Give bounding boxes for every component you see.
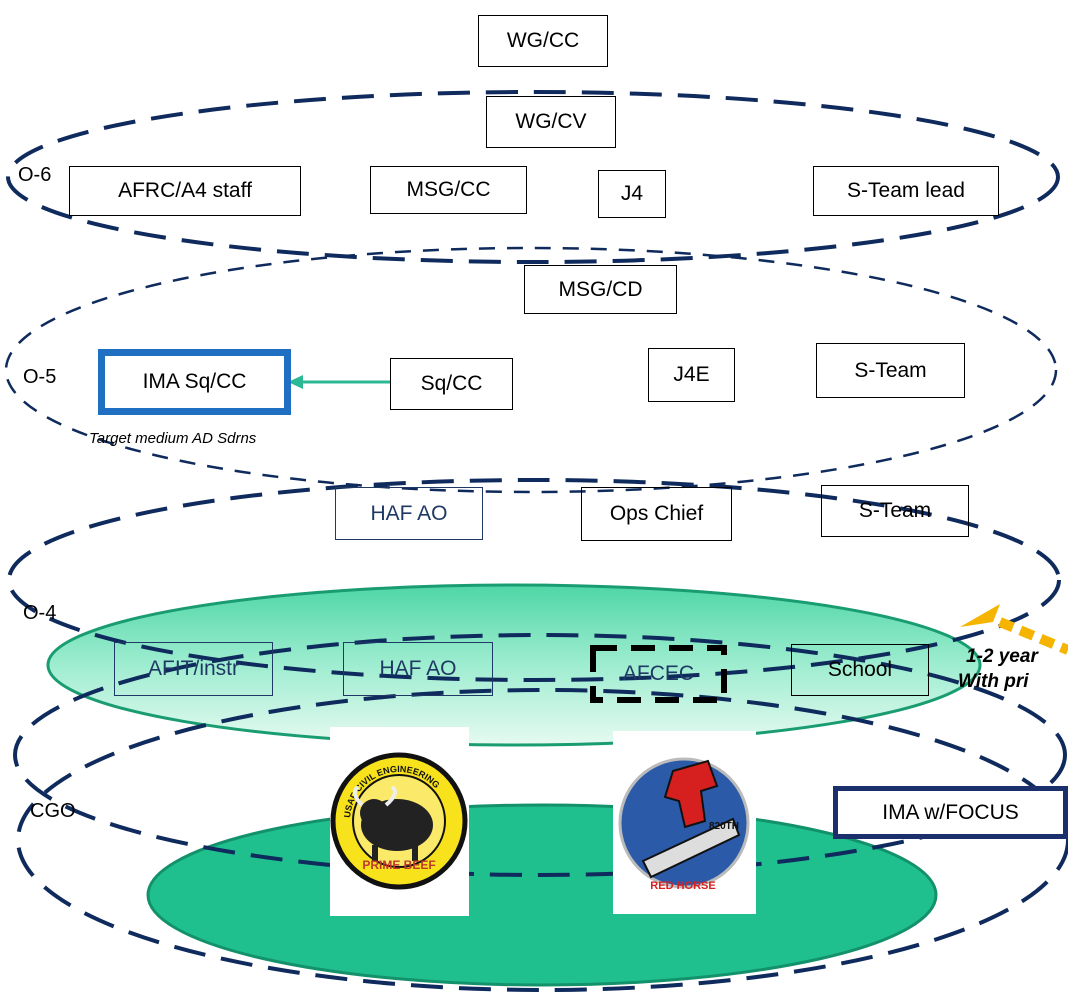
sq-cc-box: Sq/CC bbox=[390, 358, 513, 410]
red-horse-emblem: 820TH RED HORSE bbox=[618, 757, 750, 892]
s-team-o5-box: S-Team bbox=[816, 343, 965, 398]
j4e-box: J4E bbox=[648, 348, 735, 402]
school-box: School bbox=[791, 644, 929, 696]
red-horse-logo: 820TH RED HORSE bbox=[613, 731, 756, 914]
prime-beef-emblem: USAF CIVIL ENGINEERING PRIME BEEF bbox=[330, 752, 468, 890]
afcec-dashed-border bbox=[590, 645, 727, 703]
cgo-ring bbox=[13, 633, 1067, 877]
ima-focus-box: IMA w/FOCUS bbox=[833, 786, 1068, 839]
wg-cc-box: WG/CC bbox=[478, 15, 608, 67]
red-horse-text: RED HORSE bbox=[650, 880, 715, 892]
ops-chief-box: Ops Chief bbox=[581, 487, 732, 541]
haf-ao-lower-box: HAF AO bbox=[343, 642, 493, 696]
ima-sq-cc-box: IMA Sq/CC bbox=[98, 349, 291, 415]
prime-beef-logo: USAF CIVIL ENGINEERING PRIME BEEF bbox=[330, 727, 469, 916]
o5-ring bbox=[4, 246, 1058, 494]
red-horse-unit: 820TH bbox=[709, 821, 739, 832]
level-label-o4: O-4 bbox=[23, 602, 57, 624]
o4-band-fill bbox=[46, 583, 982, 747]
j4-box: J4 bbox=[598, 170, 666, 218]
o6-ring bbox=[6, 90, 1060, 264]
prime-beef-text: PRIME BEEF bbox=[362, 858, 435, 872]
afrc-a4-staff-box: AFRC/A4 staff bbox=[69, 166, 301, 216]
msg-cc-box: MSG/CC bbox=[370, 166, 527, 214]
msg-cd-box: MSG/CD bbox=[524, 265, 677, 314]
afcec-label: AFCEC bbox=[622, 662, 695, 685]
promotion-arrow-head bbox=[288, 375, 303, 389]
o4-ring bbox=[7, 478, 1061, 682]
afcec-box: AFCEC bbox=[589, 644, 728, 704]
callout-arrow bbox=[960, 604, 1068, 655]
cgo-band-fill bbox=[146, 803, 938, 987]
level-label-cgo: CGO bbox=[30, 800, 76, 822]
s-team-lead-box: S-Team lead bbox=[813, 166, 999, 216]
level-label-o6: O-6 bbox=[18, 164, 52, 186]
callout-line1: 1-2 year bbox=[966, 646, 1038, 667]
callout-line2: With pri bbox=[958, 671, 1029, 692]
haf-ao-upper-box: HAF AO bbox=[335, 487, 483, 540]
afit-instr-box: AFIT/instr bbox=[114, 642, 273, 696]
target-note: Target medium AD Sdrns bbox=[89, 430, 257, 447]
s-team-o4-box: S-Team bbox=[821, 485, 969, 537]
wg-cv-box: WG/CV bbox=[486, 96, 616, 148]
level-label-o5: O-5 bbox=[23, 366, 57, 388]
